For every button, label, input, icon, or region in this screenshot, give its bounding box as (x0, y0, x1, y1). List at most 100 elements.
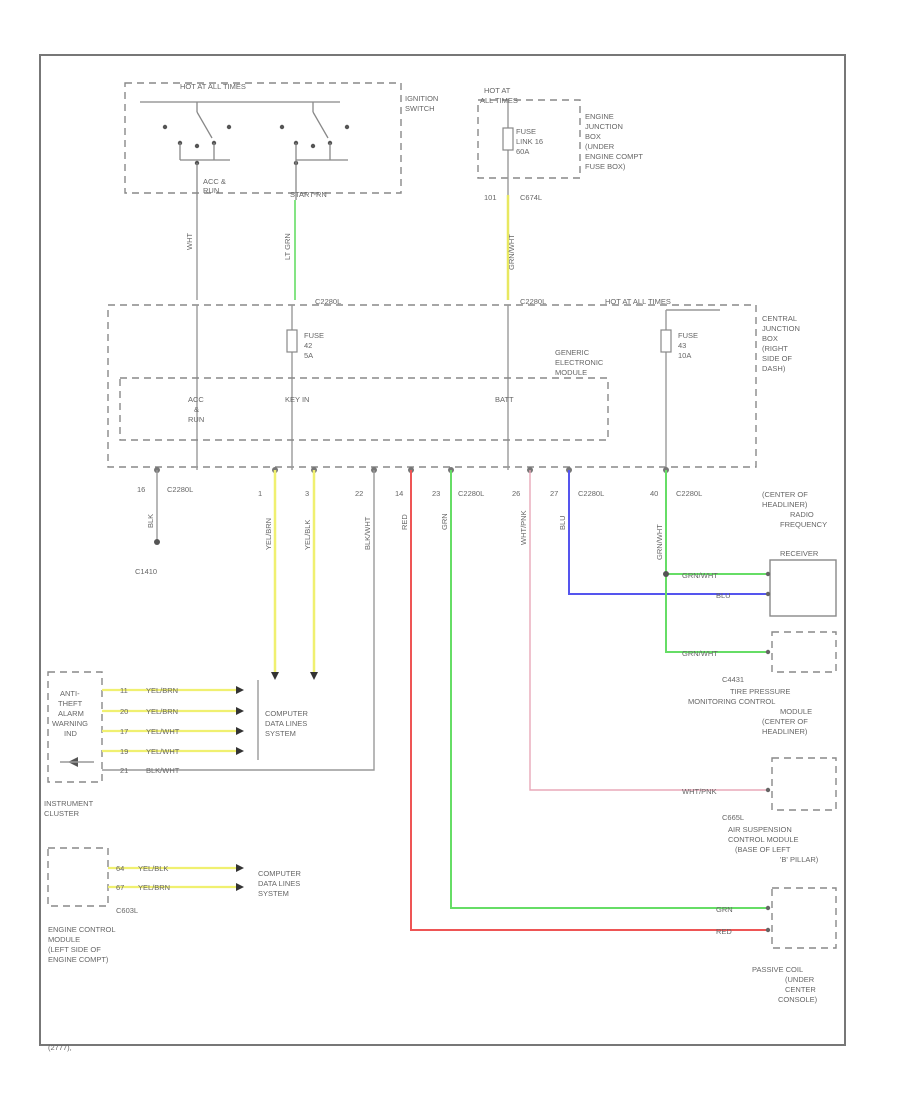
rf-label-1: HEADLINER) (762, 500, 808, 509)
ignition-pos-3: START-RN (290, 190, 327, 199)
wire-label-w3: GRN/WHT (507, 234, 516, 270)
arrow-down-icon (310, 672, 318, 680)
air-susp-label-3: 'B' PILLAR) (780, 855, 819, 864)
arrow-right-icon (236, 686, 244, 694)
tpms-label-2: MODULE (780, 707, 812, 716)
cjb-label-1: JUNCTION (762, 324, 800, 333)
gem-run: RUN (188, 415, 204, 424)
stub-s4: WHT/PNK (682, 787, 717, 796)
ecm-label-0: ENGINE CONTROL (48, 925, 116, 934)
terminal (765, 905, 771, 911)
tpms-label-1: MONITORING CONTROL (688, 697, 775, 706)
ejb-label-4: ENGINE COMPT (585, 152, 643, 161)
diagram-frame (39, 54, 846, 1046)
gem-key-in: KEY IN (285, 395, 309, 404)
cjb-label-3: (RIGHT (762, 344, 788, 353)
ejb-label-1: JUNCTION (585, 122, 623, 131)
ecm-wire-label-0: YEL/BLK (138, 864, 168, 873)
fuse43-1: FUSE (678, 331, 698, 340)
wire-label-w6: YEL/BLK (303, 520, 312, 550)
ecm-label-3: ENGINE COMPT) (48, 955, 109, 964)
switch-contact (310, 143, 316, 149)
ecm-wire-2: 67 YEL/BRN (108, 883, 244, 892)
ic-pin-2: 17 (120, 727, 128, 736)
arrow-right-icon (236, 747, 244, 755)
instrument-cluster-box (47, 671, 103, 783)
coil-label-0: PASSIVE COIL (752, 965, 803, 974)
ecm-pin-0: 64 (116, 864, 124, 873)
air-susp-connector: C665L (722, 813, 744, 822)
cjb-label-0: CENTRAL (762, 314, 797, 323)
tpms-label-3: (CENTER OF (762, 717, 808, 726)
dl1-label-0: COMPUTER (265, 709, 309, 718)
wire-green (450, 470, 768, 909)
ecm-box (47, 847, 109, 907)
ecm-wire-label-1: YEL/BRN (138, 883, 170, 892)
terminal (765, 787, 771, 793)
ejb-pin: 101 (484, 193, 497, 202)
stub-s1: GRN/WHT (682, 571, 718, 580)
pin-p4: 14 (395, 489, 403, 498)
terminal (765, 927, 771, 933)
engine-control-module: C603L ENGINE CONTROL MODULE (LEFT SIDE O… (47, 847, 302, 964)
arrow-right-icon (236, 707, 244, 715)
switch-arm (196, 111, 213, 139)
cjb-box (107, 304, 757, 468)
wire-blue (568, 470, 768, 595)
connector-c2280-d: C2280L (676, 489, 702, 498)
air-susp-label-0: AIR SUSPENSION (728, 825, 792, 834)
gem-amp: & (194, 405, 199, 414)
arrow-down-icon (271, 672, 279, 680)
switch-contact (162, 124, 168, 130)
cjb-connector-top-2: C2280L (520, 297, 546, 306)
ecm-label-1: MODULE (48, 935, 80, 944)
right-terminals (765, 571, 771, 933)
ecm-wire-1: 64 YEL/BLK (108, 864, 244, 873)
ic-pin-1: 20 (120, 707, 128, 716)
rf-label-3: FREQUENCY (780, 520, 827, 529)
ground-point (154, 539, 160, 545)
gem-box (119, 377, 609, 441)
ic-pin-3: 19 (120, 747, 128, 756)
terminal (765, 649, 771, 655)
pin-p2: 3 (305, 489, 309, 498)
ejb-title-2: ALL TIMES (480, 96, 518, 105)
fuse43-2: 43 (678, 341, 686, 350)
engine-junction-box: HOT AT ALL TIMES FUSE LINK 16 60A ENGINE… (477, 86, 643, 202)
wire-alarm (240, 470, 375, 771)
tpms-label-0: TIRE PRESSURE (730, 687, 790, 696)
ic-wire-label-0: YEL/BRN (146, 686, 178, 695)
cjb-label-5: DASH) (762, 364, 786, 373)
wire-red (410, 470, 768, 931)
ic-wire-3: 17 YEL/WHT (102, 727, 244, 736)
dl1-label-2: SYSTEM (265, 729, 296, 738)
air-susp-label-2: (BASE OF LEFT (735, 845, 791, 854)
wire-label-w1: WHT (185, 233, 194, 250)
fuse-link-icon (502, 127, 514, 151)
fuse42-2: 42 (304, 341, 312, 350)
fuse42-3: 5A (304, 351, 313, 360)
ignition-pos-2: RUN (203, 186, 219, 195)
cjb-label-2: BOX (762, 334, 778, 343)
cjb-label-4: SIDE OF (762, 354, 792, 363)
connector-c2280-row: 16 C2280L 1 3 22 14 23 C2280L 26 27 C228… (137, 467, 702, 498)
ic-wire-2: 20 YEL/BRN (102, 707, 244, 716)
ic-inner-4: IND (64, 729, 78, 738)
rf-receiver: (CENTER OF HEADLINER) RADIO FREQUENCY RE… (762, 490, 837, 617)
ecm-label-2: (LEFT SIDE OF (48, 945, 101, 954)
wire-label-w11: BLU (558, 515, 567, 530)
gem-acc: ACC (188, 395, 204, 404)
ignition-title: HOT AT ALL TIMES (180, 82, 246, 91)
pin-p6: 26 (512, 489, 520, 498)
wire-label-w5: YEL/BRN (264, 518, 273, 550)
arrow-right-icon (236, 883, 244, 891)
ic-wire-label-1: YEL/BRN (146, 707, 178, 716)
wire-label-w2: LT GRN (283, 233, 292, 260)
splice-point (663, 571, 669, 577)
stub-s2: BLU (716, 591, 731, 600)
wire-grn-wht (665, 470, 768, 653)
fuse-43-icon (660, 329, 672, 353)
ignition-label-1: IGNITION (405, 94, 438, 103)
arrow-right-icon (236, 864, 244, 872)
switch-contact (226, 124, 232, 130)
